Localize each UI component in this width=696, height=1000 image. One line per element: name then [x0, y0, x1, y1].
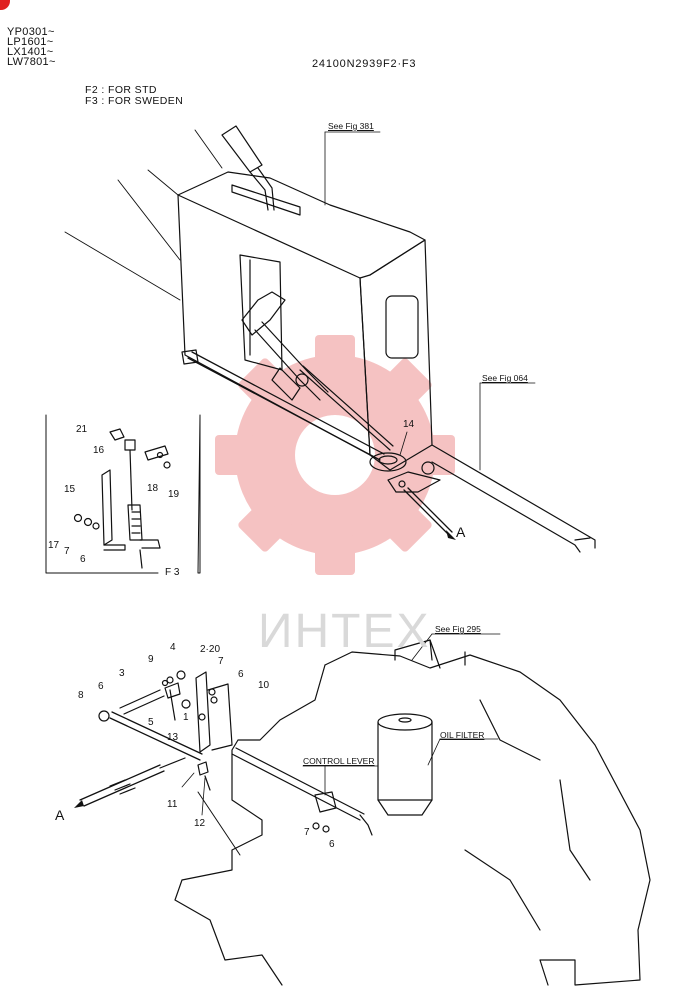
- inset-parts: [73, 428, 171, 569]
- callout-11: 11: [167, 799, 178, 810]
- note-f2: F2 : FOR STD: [85, 84, 157, 96]
- inset-label: F 3: [165, 567, 180, 578]
- callout-6-upper: 6: [238, 669, 244, 680]
- ref-oil-filter: OIL FILTER: [440, 730, 485, 740]
- arrow-label-a-bottom: A: [55, 807, 65, 823]
- watermark-gear-icon: [215, 335, 455, 575]
- callout-21: 21: [76, 424, 88, 435]
- callout-19: 19: [168, 489, 180, 500]
- callout-12: 12: [194, 818, 206, 829]
- callout-14: 14: [403, 419, 415, 430]
- arrow-a-top-icon: [446, 530, 456, 540]
- callout-2-20: 2·20: [200, 644, 221, 655]
- note-f3: F3 : FOR SWEDEN: [85, 95, 184, 107]
- drawing-code: 24100N2939F2·F3: [312, 58, 417, 70]
- ref-control-lever: CONTROL LEVER: [303, 756, 375, 766]
- callout-13: 13: [167, 732, 179, 743]
- callout-18: 18: [147, 483, 159, 494]
- callout-10: 10: [258, 680, 270, 691]
- serial-3: LX1401~: [7, 46, 54, 58]
- watermark-text: ИНТЕХ: [258, 605, 431, 658]
- serial-4: LW7801~: [7, 56, 56, 68]
- corner-marker: [0, 0, 10, 10]
- ref-fig-295: See Fig 295: [435, 624, 481, 634]
- arrow-label-a-top: A: [456, 524, 466, 540]
- callout-9: 9: [148, 654, 154, 665]
- callout-6-left: 6: [98, 681, 104, 692]
- callout-6-lower: 6: [329, 839, 335, 850]
- callout-15: 15: [64, 484, 76, 495]
- ref-fig-381: See Fig 381: [328, 121, 374, 131]
- ref-fig-064: See Fig 064: [482, 373, 528, 383]
- callout-17: 17: [48, 540, 60, 551]
- callout-7-inset: 7: [64, 546, 70, 557]
- serial-2: LP1601~: [7, 36, 54, 48]
- oil-filter: [377, 713, 433, 816]
- callout-6-inset: 6: [80, 554, 86, 565]
- arrow-a-bottom-icon: [74, 800, 84, 808]
- callout-5: 5: [148, 717, 154, 728]
- callout-16: 16: [93, 445, 105, 456]
- callout-1: 1: [183, 712, 189, 723]
- serial-1: YP0301~: [7, 26, 55, 38]
- callout-7-lower: 7: [304, 827, 310, 838]
- callout-3: 3: [119, 668, 125, 679]
- lower-bracket: [369, 452, 441, 493]
- lower-linkage: [79, 670, 373, 856]
- inner-linkage: [241, 291, 329, 401]
- callout-4: 4: [170, 642, 176, 653]
- lever-handle: [221, 125, 275, 211]
- callout-7-upper: 7: [218, 656, 224, 667]
- callout-8: 8: [78, 690, 84, 701]
- engine-outline: [174, 639, 651, 986]
